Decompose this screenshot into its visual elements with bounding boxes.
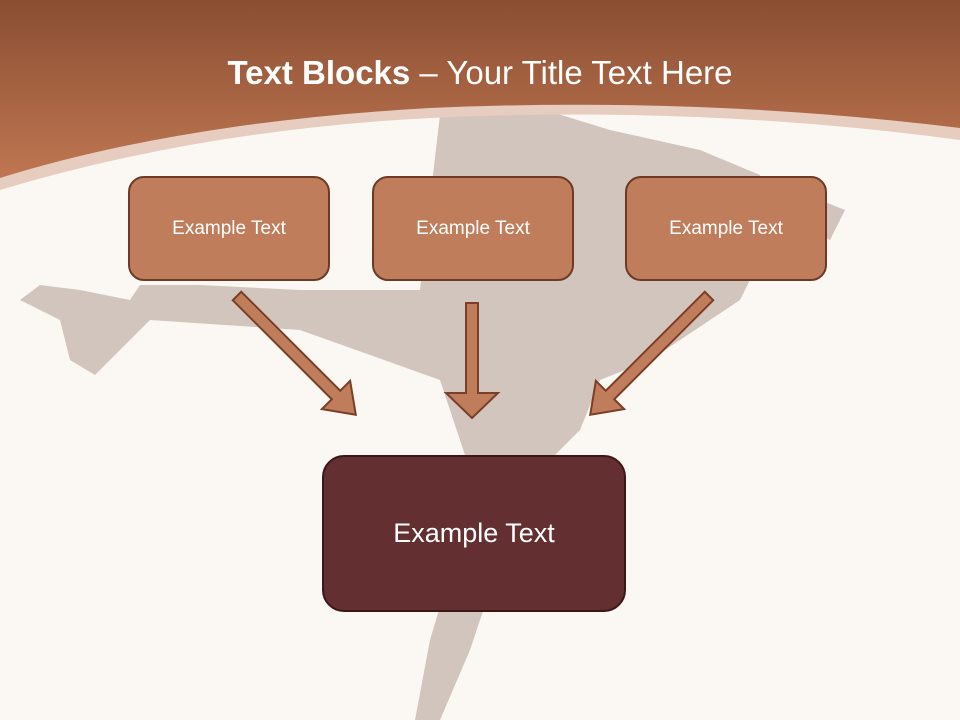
- title-rest: – Your Title Text Here: [410, 54, 733, 91]
- arrow-right: [588, 290, 715, 417]
- text-block-left-label: Example Text: [172, 217, 286, 239]
- text-block-middle-label: Example Text: [416, 217, 530, 239]
- text-block-left[interactable]: Example Text: [128, 176, 330, 281]
- header-band: [0, 0, 960, 180]
- page-title: Text Blocks – Your Title Text Here: [0, 54, 960, 92]
- text-block-right[interactable]: Example Text: [625, 176, 827, 281]
- arrow-left: [231, 290, 358, 417]
- center-text-block-label: Example Text: [393, 518, 555, 548]
- title-bold: Text Blocks: [227, 54, 411, 91]
- text-block-right-label: Example Text: [669, 217, 783, 239]
- center-text-block[interactable]: Example Text: [322, 455, 626, 612]
- arrow-middle: [443, 302, 501, 420]
- text-block-middle[interactable]: Example Text: [372, 176, 574, 281]
